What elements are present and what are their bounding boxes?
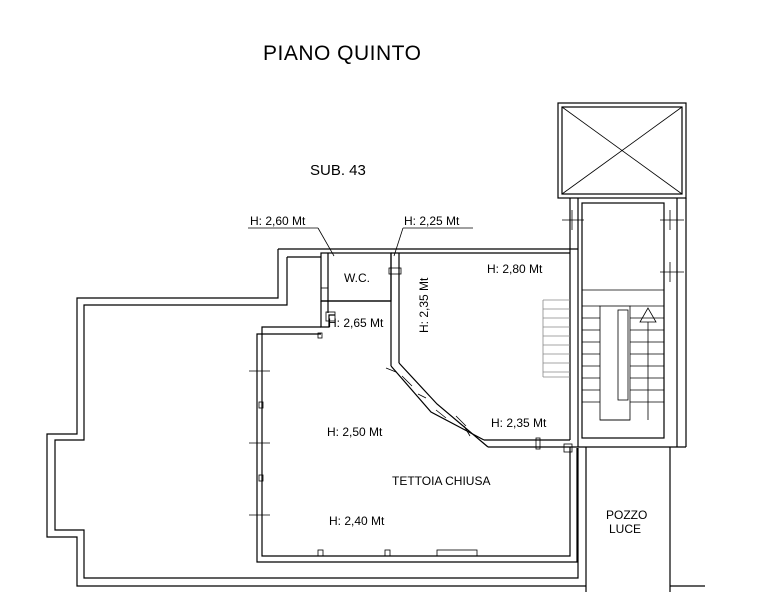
height-label-235-vertical: H: 2,35 Mt [417, 277, 431, 333]
pozzo-label-line2: LUCE [609, 522, 641, 536]
height-label-235: H: 2,35 Mt [491, 416, 547, 430]
wc-label: W.C. [344, 271, 370, 285]
pozzo-luce [585, 447, 705, 592]
tettoia-label: TETTOIA CHIUSA [392, 474, 490, 488]
unit-label: SUB. 43 [310, 162, 366, 179]
diagonal-wall [385, 362, 489, 448]
height-label-280: H: 2,80 Mt [487, 262, 543, 276]
stairwell [557, 102, 687, 448]
leader-225 [393, 227, 404, 257]
leader-260 [317, 227, 335, 257]
height-label-260: H: 2,60 Mt [250, 214, 306, 228]
tettoia-walls [249, 326, 578, 563]
pozzo-label-line1: POZZO [606, 508, 647, 522]
plan-title: PIANO QUINTO [263, 42, 421, 65]
terrace-outline [46, 248, 586, 587]
height-label-265: H: 2,65 Mt [328, 316, 384, 330]
height-label-225: H: 2,25 Mt [404, 214, 460, 228]
stair-steps-left [542, 299, 570, 378]
stairwell-steps [582, 317, 664, 421]
height-label-250: H: 2,50 Mt [327, 425, 383, 439]
stair-up-arrow-icon [639, 307, 657, 420]
small-room-walls [320, 253, 402, 366]
main-room-walls [391, 249, 579, 450]
height-label-240: H: 2,40 Mt [329, 514, 385, 528]
